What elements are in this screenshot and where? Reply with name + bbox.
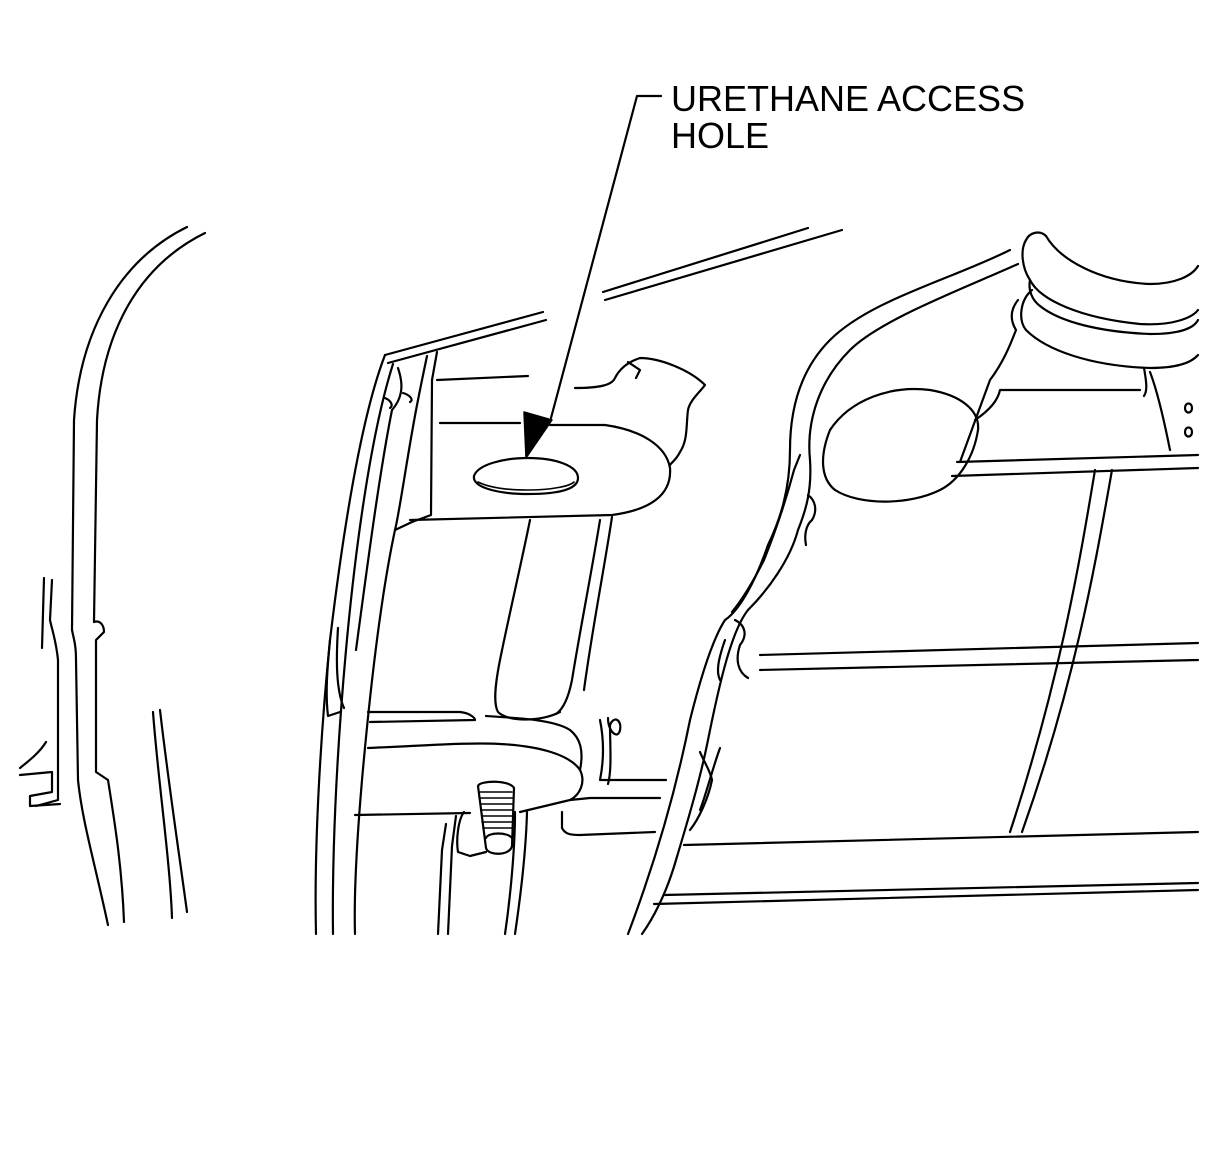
callout-label-line1: URETHANE ACCESS <box>671 78 1026 119</box>
lower-crossmember <box>353 710 668 837</box>
urethane-access-hole <box>472 456 580 496</box>
left-frame-rail <box>314 350 439 936</box>
support-tube <box>494 515 614 721</box>
callout-label: URETHANE ACCESS HOLE <box>671 80 1025 154</box>
rear-floor-crossmembers <box>652 453 1200 906</box>
callout-label-line2: HOLE <box>671 115 770 156</box>
callout-leader <box>523 94 663 459</box>
floor-panel-edges <box>383 226 844 365</box>
threaded-stud <box>436 780 529 936</box>
wheel-arch-outline <box>18 225 207 927</box>
upper-crossmember <box>408 356 707 522</box>
right-frame-rail <box>626 248 1020 936</box>
exhaust-hanger <box>821 231 1200 503</box>
callout-arrowhead <box>523 411 553 459</box>
